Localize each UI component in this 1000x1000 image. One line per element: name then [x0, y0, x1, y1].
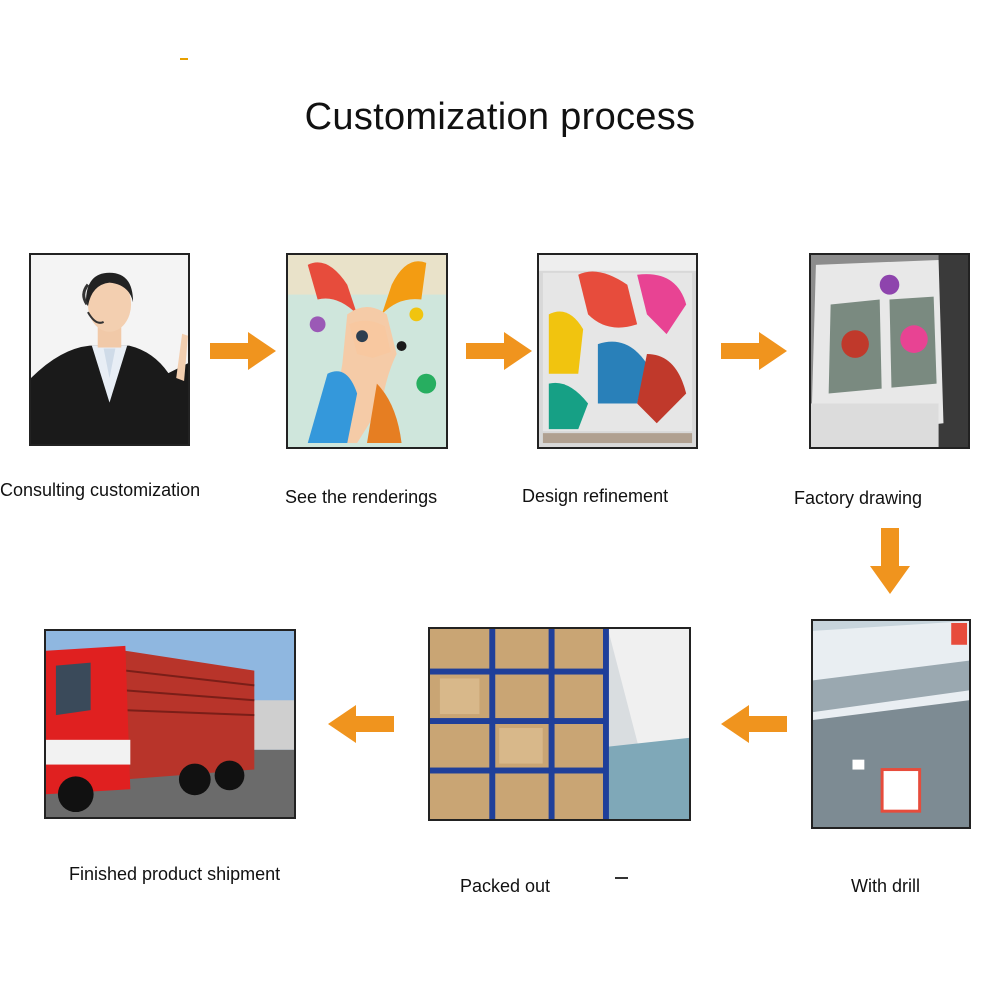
arrow-left-icon [328, 705, 394, 743]
page-title: Customization process [304, 96, 696, 138]
step-image-drill [811, 619, 971, 829]
decorative-mark [615, 877, 628, 879]
step-label-design: Design refinement [522, 486, 669, 506]
step-image-renderings [286, 253, 448, 449]
decorative-mark [180, 58, 188, 60]
step-label-shipment: Finished product shipment [69, 864, 281, 884]
step-image-consulting [29, 253, 190, 446]
step-image-design [537, 253, 698, 449]
step-label-factory: Factory drawing [794, 488, 923, 508]
step-image-packed [428, 627, 691, 821]
step-image-factory [809, 253, 970, 449]
step-image-shipment [44, 629, 296, 819]
arrow-right-icon [210, 332, 276, 370]
step-label-consulting: Consulting customization [0, 480, 201, 500]
step-label-renderings: See the renderings [285, 487, 438, 507]
step-label-drill: With drill [851, 876, 921, 896]
step-label-packed: Packed out [460, 876, 551, 896]
arrow-down-icon [870, 528, 910, 594]
arrow-right-icon [466, 332, 532, 370]
arrow-left-icon [721, 705, 787, 743]
arrow-right-icon [721, 332, 787, 370]
